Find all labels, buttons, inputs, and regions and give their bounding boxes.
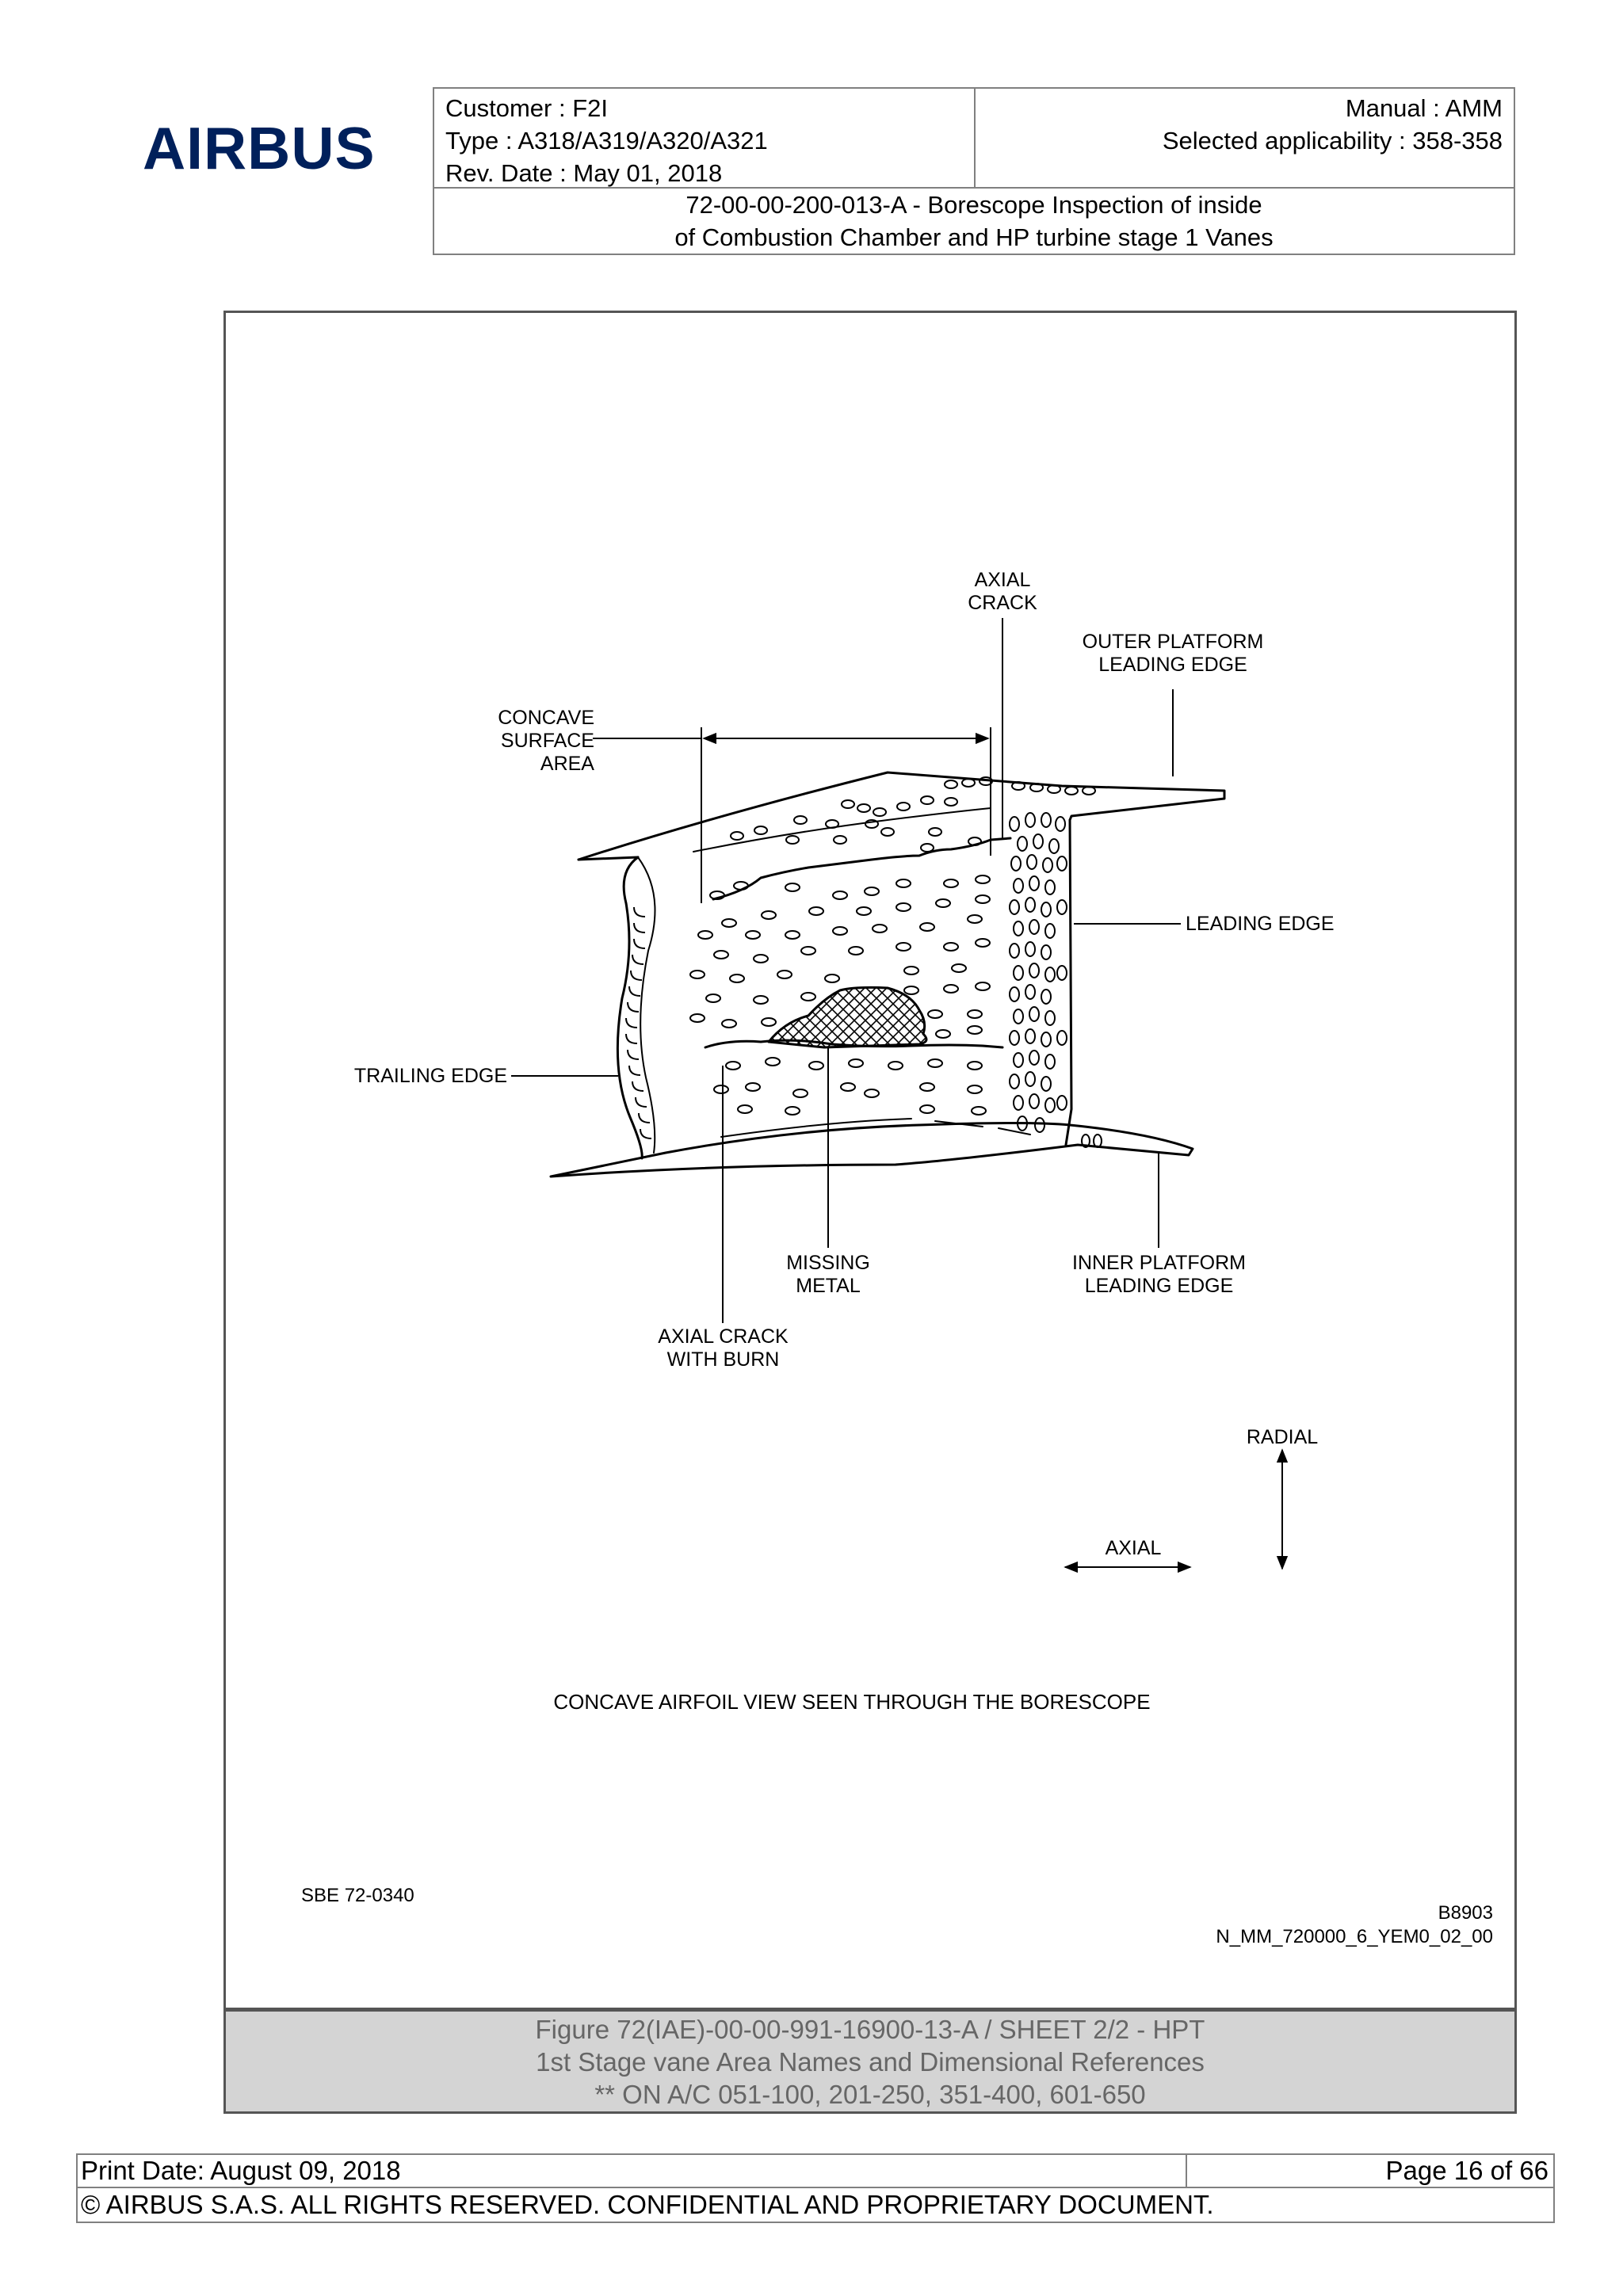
label-line: SURFACE [500, 730, 594, 752]
caption-line3: ** ON A/C 051-100, 201-250, 351-400, 601… [594, 2080, 1146, 2109]
task-title-cell: 72-00-00-200-013-A - Borescope Inspectio… [434, 189, 1514, 254]
label-leading-edge: LEADING EDGE [1186, 913, 1335, 935]
label-line: MISSING [786, 1252, 870, 1274]
label-trailing-edge: TRAILING EDGE [353, 1065, 507, 1087]
applicability-text: Selected applicability : 358-358 [1162, 127, 1503, 154]
sbe-reference: SBE 72-0340 [301, 1885, 414, 1906]
label-outer-platform: OUTER PLATFORM LEADING EDGE [1062, 631, 1284, 677]
figure-caption: Figure 72(IAE)-00-00-991-16900-13-A / SH… [223, 2008, 1517, 2114]
caption-line2: 1st Stage vane Area Names and Dimensiona… [536, 2047, 1205, 2077]
figure-ref-code: B8903 [1438, 1902, 1493, 1924]
outer-platform-outline [577, 771, 1226, 861]
copyright-notice: © AIRBUS S.A.S. ALL RIGHTS RESERVED. CON… [81, 2190, 1214, 2219]
label-radial: RADIAL [1246, 1426, 1319, 1448]
leading-edge-line [1064, 818, 1073, 1146]
label-line: OUTER PLATFORM [1082, 631, 1264, 653]
task-title-line2: of Combustion Chamber and HP turbine sta… [674, 223, 1274, 251]
page-number: Page 16 of 66 [1187, 2155, 1553, 2188]
airbus-logo: AIRBUS [143, 115, 376, 181]
missing-metal-patch [767, 986, 928, 1049]
trailing-edge-slots [625, 906, 652, 1139]
label-line: AXIAL [974, 569, 1031, 591]
label-missing-metal: MISSING METAL [761, 1252, 896, 1298]
footer-table: Print Date: August 09, 2018 Page 16 of 6… [76, 2153, 1555, 2223]
label-line: AREA [540, 753, 594, 775]
rev-date-text: Rev. Date : May 01, 2018 [445, 159, 723, 187]
label-line: INNER PLATFORM [1072, 1252, 1246, 1274]
print-date: Print Date: August 09, 2018 [78, 2155, 1187, 2188]
cooling-holes [689, 776, 1102, 1148]
header-customer-cell: Customer : F2I Type : A318/A319/A320/A32… [434, 89, 976, 189]
label-line: METAL [796, 1275, 861, 1297]
trailing-edge-line [616, 856, 643, 1160]
header-table: Customer : F2I Type : A318/A319/A320/A32… [433, 87, 1515, 255]
header-manual-cell: Manual : AMM Selected applicability : 35… [976, 89, 1514, 189]
label-inner-platform: INNER PLATFORM LEADING EDGE [1046, 1252, 1272, 1298]
customer-text: Customer : F2I [445, 94, 608, 122]
label-line: CONCAVE [498, 707, 594, 729]
type-text: Type : A318/A319/A320/A321 [445, 127, 768, 154]
inner-platform-outline [549, 1122, 1194, 1178]
label-concave-surface: CONCAVE SURFACE AREA [475, 707, 594, 776]
label-line: CRACK [968, 592, 1037, 614]
figure-ref-file: N_MM_720000_6_YEM0_02_00 [1216, 1926, 1493, 1947]
caption-line1: Figure 72(IAE)-00-00-991-16900-13-A / SH… [535, 2015, 1205, 2044]
label-axial-crack-burn: AXIAL CRACK WITH BURN [642, 1325, 804, 1371]
label-axial: AXIAL [1105, 1537, 1162, 1559]
label-line: AXIAL CRACK [658, 1325, 789, 1348]
label-axial-crack: AXIAL CRACK [943, 569, 1062, 615]
task-title-line1: 72-00-00-200-013-A - Borescope Inspectio… [685, 191, 1262, 219]
label-line: LEADING EDGE [1084, 1275, 1234, 1297]
label-line: LEADING EDGE [1098, 654, 1247, 676]
view-title: CONCAVE AIRFOIL VIEW SEEN THROUGH THE BO… [553, 1690, 1151, 1714]
label-line: WITH BURN [666, 1348, 780, 1371]
manual-text: Manual : AMM [1345, 94, 1503, 122]
